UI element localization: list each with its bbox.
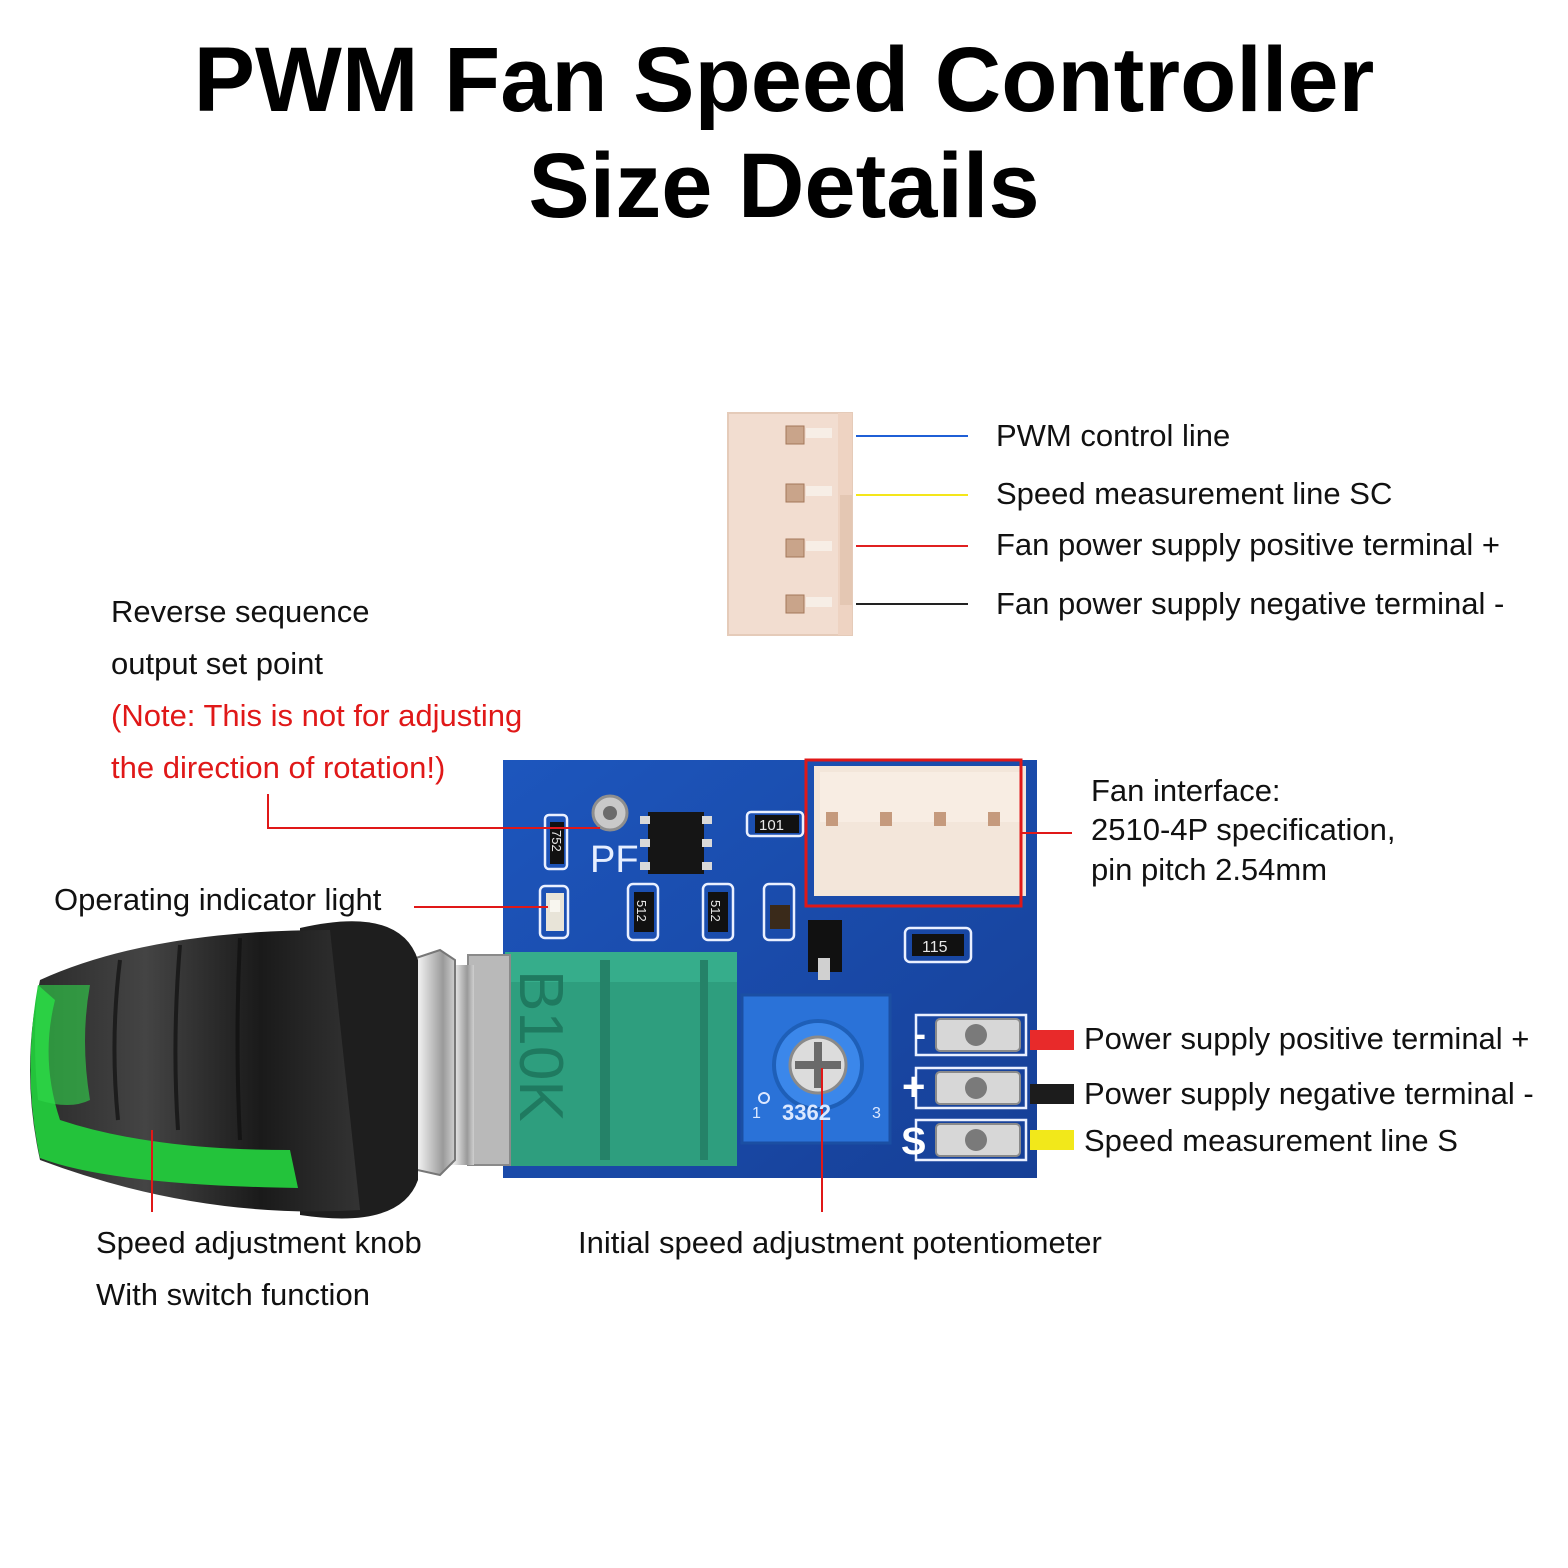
resistor-e-marking: 115 xyxy=(922,939,948,956)
red-leader-lines xyxy=(151,794,1072,1212)
label-trimpot: Initial speed adjustment potentiometer xyxy=(578,1225,1102,1260)
label-reverse-note1: (Note: This is not for adjusting xyxy=(111,698,523,733)
resistor-b-marking: 101 xyxy=(759,817,784,834)
pot-marking: B10K xyxy=(506,970,575,1122)
label-operating-indicator: Operating indicator light xyxy=(54,882,382,917)
label-fan-interface-line2: 2510-4P specification, xyxy=(1091,812,1396,847)
label-power-positive: Power supply positive terminal + xyxy=(1084,1021,1530,1056)
page-title-line2: Size Details xyxy=(528,135,1040,237)
power-wire-tabs xyxy=(1030,1030,1074,1150)
label-pwm-control-line: PWM control line xyxy=(996,418,1231,453)
label-speed-measurement-sc: Speed measurement line SC xyxy=(996,476,1393,511)
trimmer-potentiometer xyxy=(740,993,892,1145)
label-fan-interface-line1: Fan interface: xyxy=(1091,773,1281,808)
resistor-d-marking: 512 xyxy=(708,900,723,922)
label-speed-measurement-s: Speed measurement line S xyxy=(1084,1123,1458,1158)
pf-marking: PF xyxy=(590,839,639,881)
label-fan-interface-line3: pin pitch 2.54mm xyxy=(1091,852,1328,887)
label-reverse-line2: output set point xyxy=(111,646,323,681)
terminal-minus-marking: - xyxy=(914,1013,926,1054)
label-knob-line1: Speed adjustment knob xyxy=(96,1225,422,1260)
trimmer-pin3: 3 xyxy=(872,1105,881,1122)
label-power-negative: Power supply negative terminal - xyxy=(1084,1076,1534,1111)
trimmer-pin1: 1 xyxy=(752,1105,761,1122)
terminal-s-marking: S xyxy=(901,1121,926,1163)
label-fan-negative: Fan power supply negative terminal - xyxy=(996,586,1505,621)
trimmer-marking: 3362 xyxy=(782,1100,831,1125)
speed-s-tab xyxy=(1030,1130,1074,1150)
power-negative-tab xyxy=(1030,1084,1074,1104)
resistor-a-marking: 752 xyxy=(549,830,564,852)
page-title-line1: PWM Fan Speed Controller xyxy=(193,29,1375,131)
label-knob-line2: With switch function xyxy=(96,1277,370,1312)
main-potentiometer xyxy=(467,952,737,1166)
label-reverse-line1: Reverse sequence xyxy=(111,594,370,629)
terminal-plus-marking: + xyxy=(902,1065,925,1109)
connector-4pin-image xyxy=(727,412,853,636)
setpoint-leader xyxy=(267,794,600,829)
resistor-c-marking: 512 xyxy=(634,900,649,922)
connector-leader-lines xyxy=(856,435,968,605)
knob-assembly xyxy=(30,921,474,1219)
label-reverse-note2: the direction of rotation!) xyxy=(111,750,446,785)
label-fan-positive: Fan power supply positive terminal + xyxy=(996,527,1500,562)
power-positive-tab xyxy=(1030,1030,1074,1050)
